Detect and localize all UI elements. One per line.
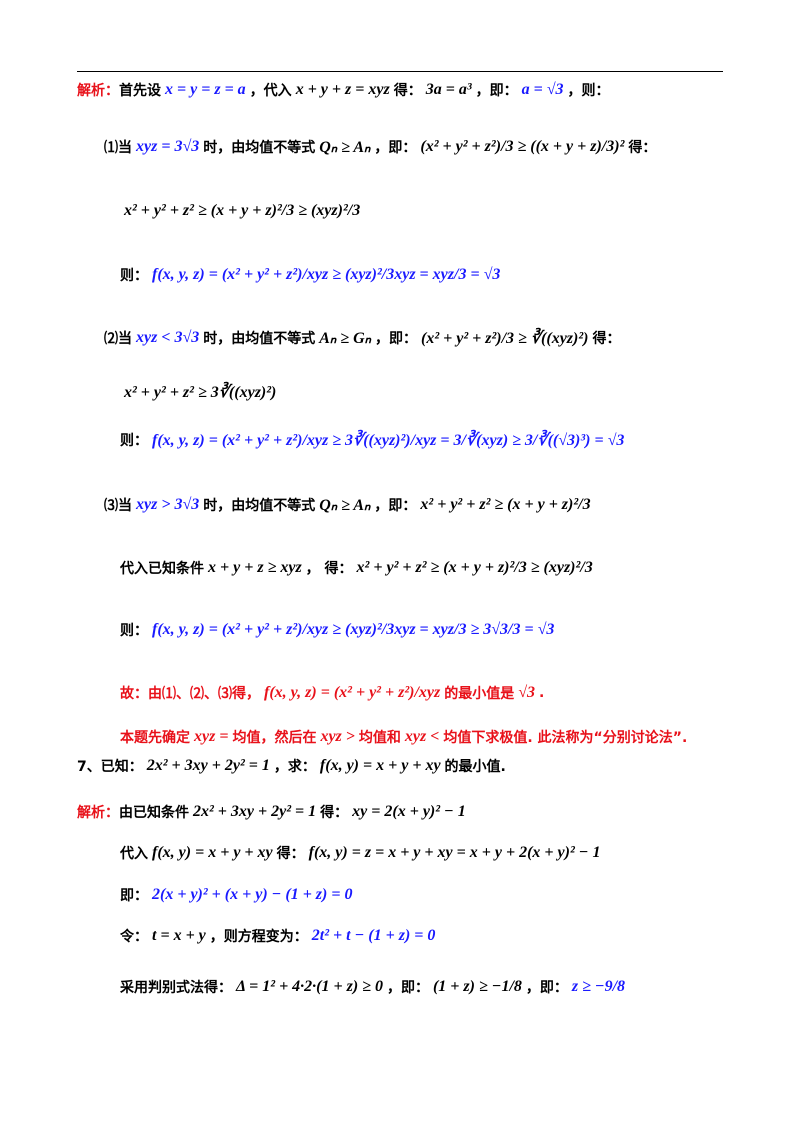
text-span: ，即：: [374, 140, 417, 156]
math-expression: Qₙ ≥ Aₙ: [319, 139, 371, 156]
text-span: 时，由均值不等式: [203, 498, 316, 514]
text-span: 令：: [120, 929, 148, 945]
text-line: 则：f(x, y, z) = (x² + y² + z²)/xyz ≥ (xyz…: [120, 620, 558, 640]
text-line: 令：t = x + y，则方程变为：2t² + t − (1 + z) = 0: [120, 926, 439, 946]
math-expression: f(x, y, z) = (x² + y² + z²)/xyz ≥ 3∛((xy…: [152, 432, 625, 449]
text-span: 时，由均值不等式: [203, 331, 316, 347]
math-expression: 3a = a³: [425, 81, 472, 98]
text-span: 则：: [120, 623, 148, 639]
text-span: 7、已知：: [77, 759, 143, 775]
text-span: ，求：: [273, 759, 316, 775]
text-line: 即：2(x + y)² + (x + y) − (1 + z) = 0: [120, 885, 356, 905]
math-expression: (x² + y² + z²)/3 ≥ ∛((xyz)²): [421, 330, 589, 347]
text-span: 解析：: [77, 805, 119, 821]
text-span: 得：: [320, 805, 349, 821]
math-expression: xyz < 3√3: [136, 329, 200, 346]
text-span: 解析：: [77, 83, 119, 99]
text-span: .: [539, 685, 545, 701]
text-span: 的最小值是: [444, 686, 515, 702]
math-expression: z ≥ −9/8: [571, 978, 626, 995]
math-expression: xyz =: [194, 728, 229, 745]
math-expression: f(x, y) = x + y + xy: [152, 844, 273, 861]
text-line: 则：f(x, y, z) = (x² + y² + z²)/xyz ≥ 3∛((…: [120, 430, 628, 450]
math-expression: a = √3: [521, 81, 564, 98]
text-span: 均值和: [358, 730, 401, 746]
math-expression: 2t² + t − (1 + z) = 0: [311, 927, 436, 944]
text-span: 即：: [120, 888, 148, 904]
text-span: 得：: [628, 140, 657, 156]
text-span: 时，由均值不等式: [203, 140, 316, 156]
math-expression: f(x, y) = x + y + xy: [319, 757, 441, 774]
math-expression: xyz > 3√3: [136, 496, 200, 513]
math-expression: 2(x + y)² + (x + y) − (1 + z) = 0: [152, 886, 353, 903]
text-span: 代入已知条件: [120, 561, 204, 577]
math-expression: x² + y² + z² ≥ (x + y + z)²/3: [420, 496, 591, 513]
math-expression: x + y + z ≥ xyz: [208, 559, 302, 576]
text-span: ，则方程变为：: [209, 929, 308, 945]
text-span: 的最小值.: [444, 759, 506, 775]
math-expression: f(x, y, z) = (x² + y² + z²)/xyz: [264, 684, 441, 701]
math-expression: (x² + y² + z²)/3 ≥ ((x + y + z)/3)²: [420, 138, 625, 155]
header-rule: [77, 71, 723, 72]
math-expression: xyz >: [320, 728, 355, 745]
math-expression: (1 + z) ≥ −1/8: [432, 978, 522, 995]
math-expression: Aₙ ≥ Gₙ: [319, 330, 371, 347]
text-span: 代入: [120, 846, 148, 862]
text-span: 得：: [393, 83, 422, 99]
math-expression: f(x, y) = z = x + y + xy = x + y + 2(x +…: [308, 844, 601, 861]
text-span: 得：: [592, 331, 621, 347]
math-expression: Δ = 1² + 4·2·(1 + z) ≥ 0: [236, 978, 383, 995]
text-line: 采用判别式法得：Δ = 1² + 4·2·(1 + z) ≥ 0，即：(1 + …: [120, 977, 629, 997]
math-expression: 2x² + 3xy + 2y² = 1: [193, 803, 317, 820]
text-span: 故：由⑴、⑵、⑶得，: [120, 686, 260, 702]
text-span: ⑶当: [104, 498, 132, 514]
text-line: x² + y² + z² ≥ (x + y + z)²/3 ≥ (xyz)²/3: [120, 202, 364, 220]
text-span: ， 得：: [305, 561, 353, 577]
text-span: 则：: [120, 268, 148, 284]
text-span: 首先设: [119, 83, 161, 99]
text-span: ，即：: [375, 331, 417, 347]
math-expression: Qₙ ≥ Aₙ: [319, 497, 371, 514]
text-span: 均值下求极值. 此法称为“分别讨论法”.: [443, 730, 688, 746]
text-span: ，即：: [386, 980, 429, 996]
text-span: ，即：: [374, 498, 417, 514]
text-span: 由已知条件: [119, 805, 189, 821]
math-expression: xyz = 3√3: [136, 138, 200, 155]
text-line: x² + y² + z² ≥ 3∛((xyz)²): [120, 382, 280, 402]
text-span: 均值，然后在: [232, 730, 317, 746]
text-span: ，代入: [249, 83, 292, 99]
math-expression: 2x² + 3xy + 2y² = 1: [146, 757, 270, 774]
text-span: 采用判别式法得：: [120, 980, 232, 996]
text-line: 则：f(x, y, z) = (x² + y² + z²)/xyz ≥ (xyz…: [120, 265, 504, 285]
math-expression: x² + y² + z² ≥ 3∛((xyz)²): [124, 384, 277, 401]
text-span: ⑴当: [104, 140, 132, 156]
text-line: 7、已知：2x² + 3xy + 2y² = 1，求：f(x, y) = x +…: [77, 756, 506, 776]
text-line: 故：由⑴、⑵、⑶得，f(x, y, z) = (x² + y² + z²)/xy…: [120, 683, 544, 703]
math-expression: t = x + y: [152, 927, 206, 944]
math-expression: √3: [518, 684, 535, 701]
text-span: 本题先确定: [120, 730, 190, 746]
math-expression: xy = 2(x + y)² − 1: [352, 803, 466, 820]
text-span: 则：: [120, 433, 148, 449]
text-span: 得：: [276, 846, 305, 862]
text-span: ，即：: [475, 83, 518, 99]
math-expression: x² + y² + z² ≥ (x + y + z)²/3 ≥ (xyz)²/3: [356, 559, 593, 576]
math-expression: x = y = z = a: [165, 81, 246, 98]
math-expression: xyz <: [404, 728, 440, 745]
math-expression: f(x, y, z) = (x² + y² + z²)/xyz ≥ (xyz)²…: [152, 621, 555, 638]
math-expression: x + y + z = xyz: [295, 81, 390, 98]
math-expression: x² + y² + z² ≥ (x + y + z)²/3 ≥ (xyz)²/3: [124, 202, 361, 219]
text-span: ⑵当: [104, 331, 132, 347]
text-span: ，则：: [567, 83, 610, 99]
text-span: ，即：: [525, 980, 568, 996]
math-expression: f(x, y, z) = (x² + y² + z²)/xyz ≥ (xyz)²…: [152, 266, 501, 283]
